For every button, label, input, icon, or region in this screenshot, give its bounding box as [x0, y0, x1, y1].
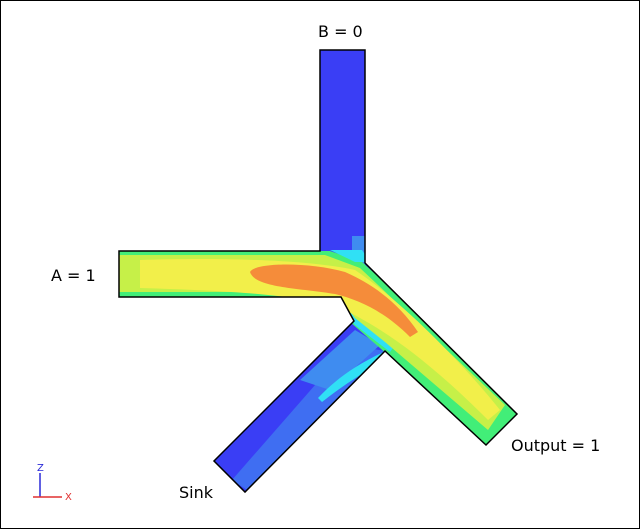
label-sink: Sink: [179, 483, 214, 502]
x-axis-label: X: [65, 492, 72, 503]
label-output: Output = 1: [511, 436, 600, 455]
label-a: A = 1: [51, 266, 96, 285]
label-b: B = 0: [318, 22, 363, 41]
field-cyan-top: [330, 250, 370, 262]
axis-triad: Z X: [33, 463, 72, 503]
channel-outline: [118, 49, 519, 494]
field-orange: [250, 264, 418, 337]
field-blue-mid: [300, 330, 380, 390]
z-axis-label: Z: [37, 463, 44, 474]
